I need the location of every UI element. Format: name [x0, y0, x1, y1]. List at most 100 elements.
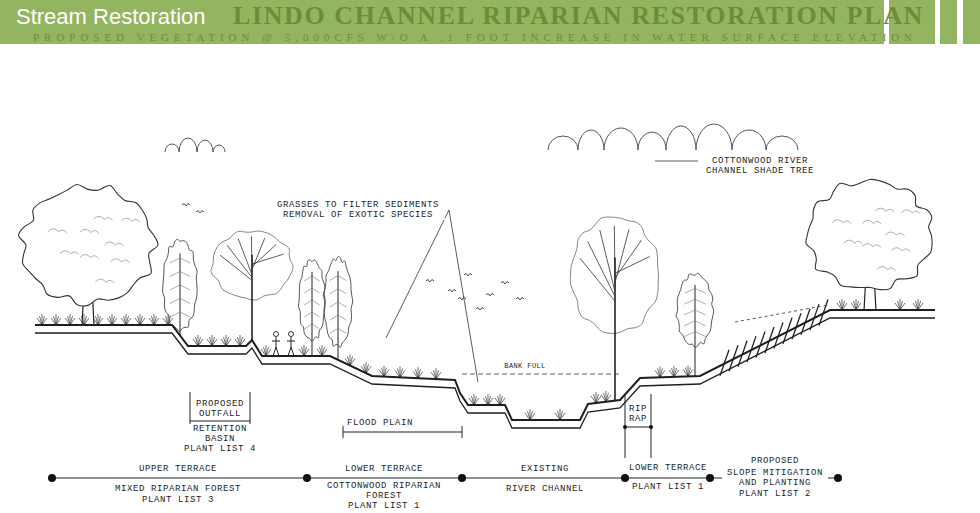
header-tab: [963, 0, 980, 44]
plant-list-label: PLANT LIST 2: [738, 489, 812, 499]
bird: [476, 308, 484, 310]
tree-branch: [588, 241, 615, 296]
zone-label: PROPOSED: [750, 456, 800, 466]
dimension-dot: [649, 425, 653, 429]
foliage-stroke: [121, 218, 140, 222]
foliage-stroke: [105, 242, 124, 246]
foliage-stroke: [901, 210, 920, 214]
dimension-label: PROPOSED OUTFALL: [191, 399, 249, 419]
grass-tuft: [149, 314, 159, 325]
foliage-stroke: [60, 251, 79, 255]
foliage-stroke: [111, 259, 130, 263]
foliage-stroke: [304, 324, 320, 329]
grass-tuft: [317, 345, 327, 356]
foliage-stroke: [684, 299, 706, 304]
callout-label: GRASSES TO FILTER SEDIMENTS REMOVAL OF E…: [271, 200, 445, 220]
grass-tuft: [235, 335, 245, 346]
dimension-label: RIP RAP: [626, 404, 650, 424]
bird: [458, 298, 466, 300]
zone-subtitle: SLOPE MITIGATION AND PLANTING: [722, 468, 828, 488]
person-body: [287, 337, 295, 356]
person-head: [274, 332, 279, 337]
grass-tuft: [79, 314, 89, 325]
dimension-dot: [48, 474, 56, 482]
foliage-stroke: [304, 312, 320, 317]
cloud: [548, 124, 798, 150]
grass-tuft: [655, 366, 665, 377]
grass-tuft: [93, 314, 103, 325]
cross-section-illustration: [19, 124, 935, 482]
foliage-stroke: [170, 299, 190, 304]
foliage-stroke: [844, 240, 863, 244]
foliage-stroke: [95, 279, 114, 283]
tree-trunk: [180, 254, 181, 336]
grass-tuft: [261, 345, 271, 356]
dimension-dot: [621, 474, 629, 482]
foliage-stroke: [330, 289, 347, 294]
dimension-label: FLOOD PLAIN: [346, 418, 414, 428]
plant-list-label: PLANT LIST 3: [141, 495, 215, 505]
grass-tuft: [851, 299, 861, 310]
plant-list-label: PLANT LIST 1: [347, 501, 421, 511]
leader-line: [655, 161, 698, 162]
dimension-line: [462, 426, 463, 438]
dimension-dot: [834, 474, 842, 482]
grass-tuft: [895, 299, 905, 310]
person-body: [272, 337, 280, 356]
grass-tuft: [669, 366, 679, 377]
grass-tuft: [51, 314, 61, 325]
foliage-stroke: [170, 285, 190, 290]
page-title: Stream Restoration: [16, 4, 206, 30]
poplar-tree: [298, 260, 325, 356]
grass-tuft: [135, 314, 145, 325]
clouds: [165, 124, 798, 152]
person-figure: [287, 332, 295, 357]
dimension-dot: [706, 474, 714, 482]
bird: [196, 211, 204, 213]
dimension-dot: [623, 425, 627, 429]
foliage-stroke: [80, 255, 99, 259]
tree-canopy: [19, 184, 158, 305]
foliage-stroke: [304, 288, 320, 293]
leader-line: [449, 210, 478, 382]
bird: [464, 274, 472, 276]
foliage-stroke: [886, 232, 905, 236]
foliage-stroke: [330, 276, 347, 281]
poplar-tree: [676, 273, 714, 376]
bird: [486, 294, 494, 296]
foliage-stroke: [304, 300, 320, 305]
foliage-stroke: [94, 216, 113, 220]
plan-subtitle: PROPOSED VEGETATION @ 5,000CFS W/O A .1 …: [32, 31, 918, 43]
zone-label: LOWER TERRACE: [344, 464, 424, 474]
level-label: BANK FULL: [503, 362, 546, 371]
bird: [182, 204, 190, 206]
grass-tuft: [837, 299, 847, 310]
bird: [516, 298, 524, 300]
grass-tuft: [107, 314, 117, 325]
grass-tuft: [913, 299, 923, 310]
tree-branch: [580, 258, 615, 301]
foliage-stroke: [684, 310, 706, 315]
bank-full-line: [462, 374, 620, 375]
foliage-stroke: [80, 229, 99, 233]
foliage-stroke: [48, 229, 67, 233]
tree-canopy: [676, 273, 714, 347]
grass-tuft: [163, 314, 173, 325]
zone-subtitle: RIVER CHANNEL: [505, 484, 585, 494]
leader-line: [386, 210, 449, 338]
dimension-line: [625, 427, 651, 428]
grass-tuft: [591, 392, 601, 403]
zone-subtitle: COTTONWOOD RIPARIAN FOREST: [323, 481, 445, 501]
foliage-stroke: [684, 288, 706, 293]
foliage-stroke: [877, 267, 896, 271]
tree-branch: [615, 257, 650, 274]
grasses: [37, 299, 923, 420]
grass-tuft: [221, 335, 231, 346]
poplar-tree: [163, 239, 198, 335]
foliage-stroke: [891, 248, 910, 252]
tree-trunk: [312, 272, 313, 356]
deciduous-tree: [570, 217, 658, 401]
grass-tuft: [483, 394, 493, 405]
